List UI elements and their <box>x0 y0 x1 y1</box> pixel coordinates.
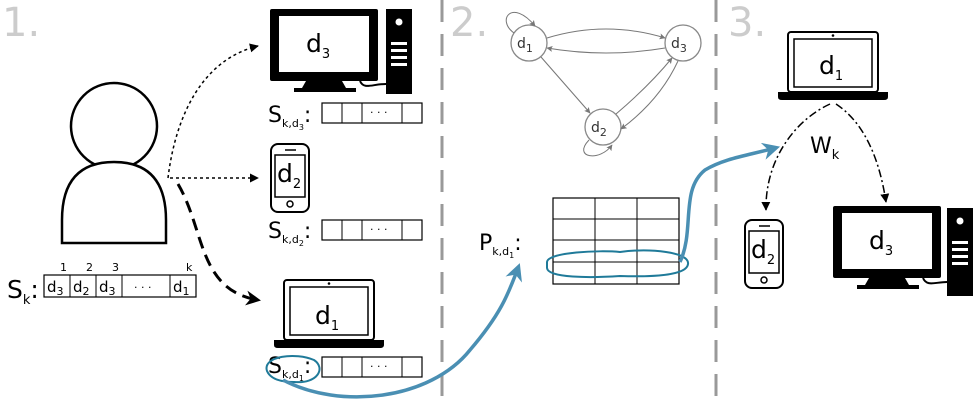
seq-item-dots: · · · <box>134 281 151 294</box>
arrow-wk-to-d2 <box>761 103 831 211</box>
seq-item-k: d1 <box>173 278 190 298</box>
device-d1-label: d1 <box>315 301 339 334</box>
weights-label: Wk <box>810 134 840 163</box>
sequence-label: Sk: <box>7 275 39 308</box>
subsequence-d1: Sk,d1: · · · <box>265 354 423 384</box>
arrow-to-d3 <box>167 43 259 179</box>
arrow-to-d1 <box>176 183 261 306</box>
laptop-d1-icon: d1 <box>274 279 384 348</box>
subsequence-d3-label: Sk,d3: <box>268 103 311 132</box>
markov-node-d2-label: d2 <box>591 120 607 139</box>
subsequence-d3: Sk,d3: · · · <box>268 102 423 132</box>
subsequence-d2: Sk,d2: · · · <box>268 219 423 248</box>
seq-item-3: d3 <box>99 278 116 298</box>
user-sequence: Sk: d3 d2 d3 · · · d1 1 2 3 k <box>7 261 197 308</box>
device-d3-step3-label: d3 <box>869 226 893 259</box>
markov-node-d1-label: d1 <box>517 36 533 55</box>
phone-d2-icon: d2 <box>270 143 310 213</box>
markov-node-d1 <box>510 24 548 62</box>
step-1-label: 1. <box>2 0 40 46</box>
transition-matrix: Pk,d1: <box>479 197 689 285</box>
seq-index-2: 2 <box>86 261 93 274</box>
seq-index-1: 1 <box>60 261 67 274</box>
highlight-circle-s-d1 <box>265 354 321 384</box>
device-d3-label: d3 <box>306 29 330 62</box>
arrow-to-step3 <box>678 142 781 263</box>
markov-graph: d1 d3 d2 <box>505 12 702 157</box>
subsequence-d1-dots: · · · <box>370 360 387 373</box>
matrix-label: Pk,d1: <box>479 231 522 260</box>
markov-node-d3 <box>664 24 702 62</box>
highlight-matrix-row <box>546 249 689 279</box>
subsequence-d2-label: Sk,d2: <box>268 219 311 248</box>
arrow-wk-to-d3 <box>835 103 890 203</box>
user-icon <box>60 81 168 245</box>
seq-index-3: 3 <box>112 261 119 274</box>
phone-d2-step3-icon: d2 <box>744 219 784 289</box>
subsequence-d2-dots: · · · <box>370 223 387 236</box>
desktop-d3-step3-icon: d3 <box>833 206 973 296</box>
seq-item-1: d3 <box>47 278 64 298</box>
device-d2-step3-label: d2 <box>751 235 775 268</box>
arrow-to-matrix <box>282 263 522 399</box>
seq-item-2: d2 <box>73 278 90 298</box>
device-d1-step3-label: d1 <box>819 51 843 84</box>
device-d2-label: d2 <box>277 159 301 192</box>
step-2-label: 2. <box>450 0 488 46</box>
seq-index-k: k <box>186 261 193 274</box>
subsequence-d3-dots: · · · <box>370 106 387 119</box>
desktop-d3-icon: d3 <box>270 9 412 94</box>
step-3-label: 3. <box>728 0 766 46</box>
markov-node-d3-label: d3 <box>671 36 687 55</box>
laptop-d1-step3-icon: d1 <box>778 31 888 100</box>
